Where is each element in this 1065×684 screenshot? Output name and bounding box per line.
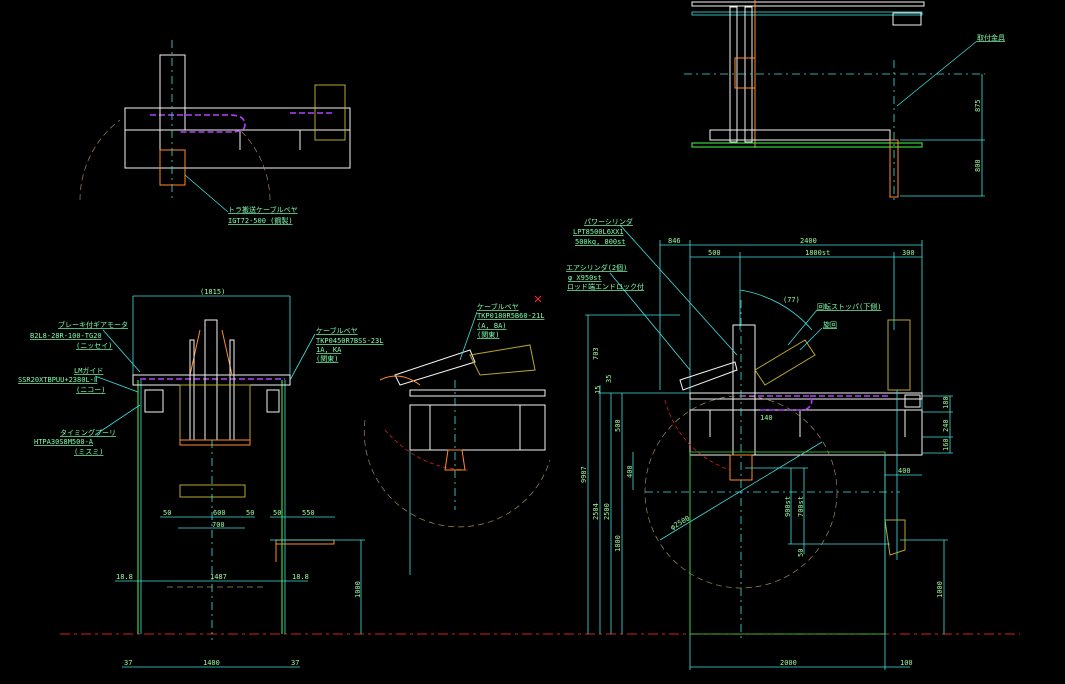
callout-maker: 1A, KA [316,346,342,354]
callout-maker: (A, BA) [477,322,507,330]
callout-title: 取付金具 [977,33,1005,42]
callout-title: トラ搬送ケーブルベヤ [228,205,298,214]
callout-maker: (ニッセイ) [76,342,112,350]
callout-part: LPT8500L6XX1 [573,228,624,236]
callout-timing-pulley: タイミングプーリ HTPA30S8M500-A (ミスミ) [34,404,141,456]
dimension-35: 35 [605,375,613,383]
dimension-50: 50 [273,509,281,517]
callout-part: SSR20XTBPUU+2380L-Ⅱ [18,376,97,384]
callout-power-cylinder: パワーシリンダ LPT8500L6XX1 500kg, 800st [573,217,738,356]
callout-title: エアシリンダ(2個) [566,263,627,272]
dimension-9907: 9907 [580,466,588,483]
dimension-160: 160 [942,438,950,451]
dimension-846: 846 [668,237,681,245]
dimension-2400: 2400 [800,237,817,245]
dimension-400: 400 [626,465,634,478]
callout-part: TKP0450R7BSS-23L [316,337,383,345]
callout-title: 旋回 [823,320,837,329]
callout-part: HTPA30S8M500-A [34,438,94,446]
dimension-700st: 700st [797,496,805,517]
dimension-500: 500 [708,249,721,257]
dimension-1000: 1000 [936,581,944,598]
dimension-2500: 2500 [603,503,611,520]
dimension-180: 180 [942,396,950,409]
dimension-1000: 1000 [354,581,362,598]
callout-title: パワーシリンダ [584,217,633,226]
dimension-400: 400 [898,467,911,475]
callout-title: 回転ストッパ(下側) [817,302,881,311]
dimension-900st: 900st [784,496,792,517]
dimension-2000: 2000 [780,659,797,667]
dimension-15: 15 [594,386,602,394]
dimension-100: 100 [900,659,913,667]
dimension-18-8-right: 18.8 [292,573,309,581]
dimension-140: 140 [760,414,773,422]
diameter-label: φ2500 [669,514,691,531]
dimension-800: 800 [974,159,982,172]
callout-title: LMガイド [74,366,103,375]
angle-label: (77) [783,296,800,304]
dimension-1487: 1487 [210,573,227,581]
callout-title: ブレーキ付ギアモータ [58,320,128,329]
dimension-1400: 1400 [203,659,220,667]
callout-part: φ X950st [568,274,602,282]
dimension-703: 703 [592,347,600,360]
dimension-1800: 1800 [614,535,622,552]
callout-title: タイミングプーリ [60,428,116,437]
dimension-240: 240 [942,419,950,432]
callout-cable-bearer: ケーブルベヤ TKP0450R7BSS-23L 1A, KA (関東) [289,326,383,381]
dimension-37-left: 37 [124,659,132,667]
callout-part: IGT72-500 (鋼製) [228,216,293,225]
view-front-left: (1815) 50 600 50 700 50 550 1000 1487 18… [18,288,383,668]
view-top-left: トラ搬送ケーブルベヤ IGT72-500 (鋼製) [79,40,351,225]
dimension-2504: 2504 [592,503,600,520]
view-side-right: 846 2400 500 1800st 300 (77) φ2500 [566,217,953,670]
dimension-550: 550 [302,509,315,517]
callout-rotation-stopper: 回転ストッパ(下側) [787,302,881,346]
dimension-50: 50 [246,509,254,517]
callout-part: TKP0180R5B60-21L [477,312,544,320]
callout-title: ケーブルベヤ [316,326,358,335]
dimension-1800st: 1800st [805,249,830,257]
dimension-37-right: 37 [291,659,299,667]
dimension-600: 600 [213,509,226,517]
callout-maker: (ニコー) [76,386,105,394]
dimension-300: 300 [902,249,915,257]
dimension-700: 700 [212,521,225,529]
callout-swing: 旋回 [799,320,837,351]
view-top-right: 取付金具 875 800 [684,0,1005,200]
dimension-50: 50 [797,549,805,557]
callout-spec: ロッド端エンドロック付 [567,282,644,291]
callout-lm-guide: LMガイド SSR20XTBPUU+2380L-Ⅱ (ニコー) [18,366,139,394]
dimension-50: 50 [163,509,171,517]
callout-maker: (ミスミ) [74,448,103,456]
callout-title: ケーブルベヤ [477,302,519,311]
callout-air-cylinder: エアシリンダ(2個) φ X950st ロッド端エンドロック付 [566,263,691,371]
swing-radius-circle [644,395,838,589]
dimension-500: 500 [614,419,622,432]
callout-note: (関東) [477,330,499,339]
dimension-18-8-left: 18.8 [116,573,133,581]
callout-note: (関東) [316,354,338,363]
callout-part: B2L8-28R-100-TG20 [30,332,102,340]
view-side-middle: ケーブルベヤ TKP0180R5B60-21L (A, BA) (関東) [363,295,551,575]
dimension-overall-width: (1815) [200,288,225,296]
callout-spec: 500kg, 800st [575,238,626,246]
callout-gear-motor: ブレーキ付ギアモータ B2L8-28R-100-TG20 (ニッセイ) [30,320,141,373]
dimension-875: 875 [974,99,982,112]
